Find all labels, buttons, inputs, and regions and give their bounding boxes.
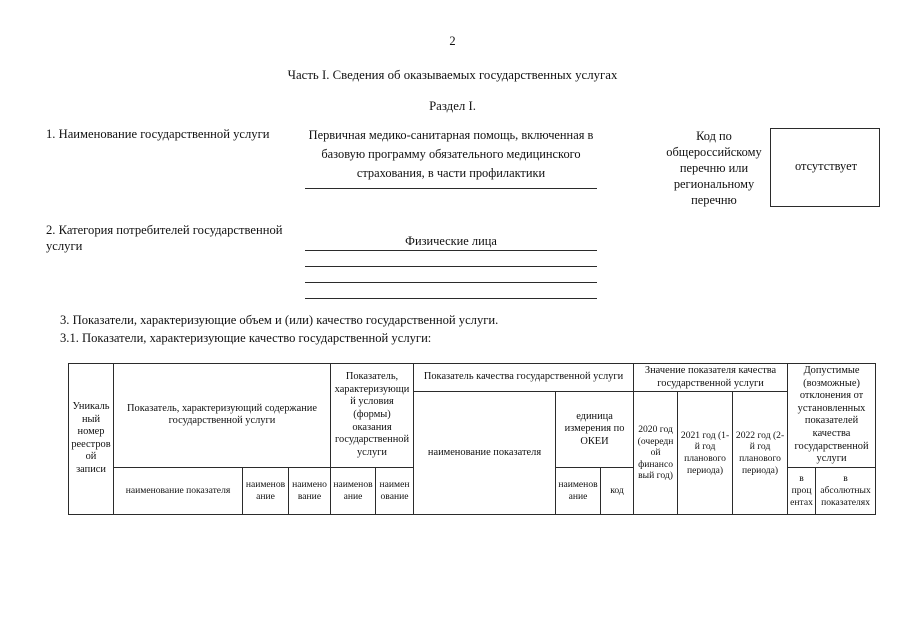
- header-content-naimenovanie-1: наименование: [242, 466, 289, 515]
- header-group-deviation: Допустимые (возможные) отклонения от уст…: [787, 363, 877, 468]
- code-registry-box: отсутствует: [770, 128, 880, 207]
- header-conditions-naimenovanie-2: наименование: [375, 466, 414, 515]
- header-deviation-absolute: в абсолютных показателях: [815, 466, 877, 515]
- page-number: 2: [449, 34, 456, 48]
- part-title: Часть I. Сведения об оказываемых государ…: [287, 68, 618, 82]
- header-unit-naimenovanie: наименование: [555, 466, 601, 515]
- quality-indicators-heading: 3.1. Показатели, характеризующие качеств…: [60, 331, 432, 345]
- header-group-value: Значение показателя качества государстве…: [633, 362, 789, 393]
- table-header-row-2: наименование показателя единица измерени…: [69, 391, 876, 515]
- header-unit-okei: единица измерения по ОКЕИ: [554, 391, 635, 468]
- service-name-label: 1. Наименование государственной услуги: [46, 127, 270, 141]
- header-group-conditions: Показатель, характеризующий условия (фор…: [330, 363, 414, 468]
- blank-rule-3: [305, 282, 597, 283]
- table-header-row-3: наименование показателя наименование наи…: [69, 466, 877, 515]
- header-content-indicator-name: наименование показателя: [113, 466, 243, 515]
- header-indicator-name-quality: наименование показателя: [413, 391, 556, 515]
- header-group-content: Показатель, характеризующий содержание г…: [113, 363, 331, 468]
- service-name-value: Первичная медико-санитарная помощь, вклю…: [308, 128, 594, 180]
- header-unit-kod: код: [599, 466, 635, 515]
- consumer-category-value: Физические лица: [405, 234, 497, 248]
- header-unique-number: Уникальный номер реестровой записи: [68, 363, 114, 515]
- service-name-underline: [305, 188, 597, 189]
- code-registry-value: отсутствует: [795, 159, 857, 173]
- header-group-quality: Показатель качества государственной услу…: [412, 362, 635, 393]
- header-year-2021: 2021 год (1-й год планового периода): [677, 391, 734, 515]
- indicators-heading: 3. Показатели, характеризующие объем и (…: [60, 313, 499, 327]
- consumer-category-label: 2. Категория потребителей государственно…: [46, 223, 283, 253]
- header-year-2020: 2020 год (очередной финансовый год): [633, 391, 679, 515]
- consumer-category-underline: [305, 250, 597, 251]
- blank-rule-4: [305, 298, 597, 299]
- header-deviation-percent: в процентах: [787, 466, 817, 515]
- code-registry-label: Код по общероссийскому перечню или регио…: [666, 129, 762, 207]
- section-title: Раздел I.: [429, 99, 476, 113]
- blank-rule-2: [305, 266, 597, 267]
- header-year-2022: 2022 год (2-й год планового периода): [732, 391, 789, 515]
- quality-indicators-table: Уникальный номер реестровой записи Показ…: [68, 362, 877, 515]
- table-header-row-1: Уникальный номер реестровой записи Показ…: [68, 362, 877, 515]
- header-content-naimenovanie-2: наименование: [288, 466, 331, 515]
- header-conditions-naimenovanie-1: наименование: [330, 466, 376, 515]
